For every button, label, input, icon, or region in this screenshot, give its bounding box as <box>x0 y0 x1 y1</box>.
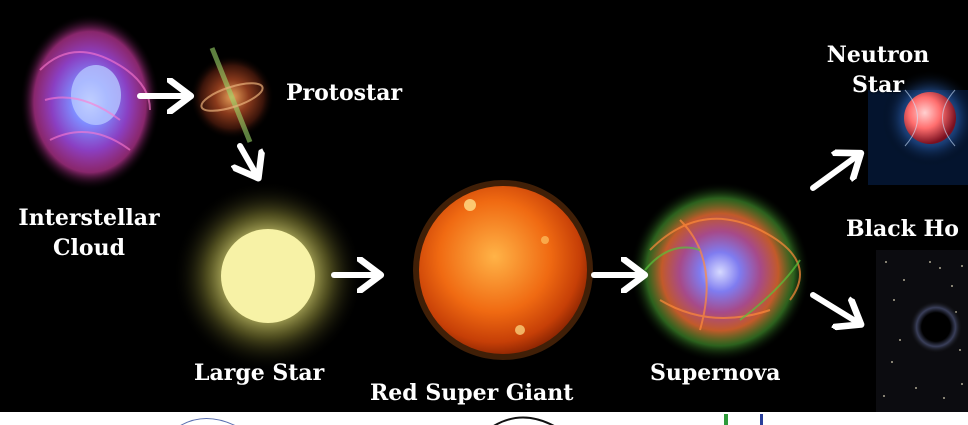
black-hole-label: Black Ho <box>846 214 959 244</box>
stellar-evolution-diagram: Interstellar Cloud Protostar Large Star … <box>0 0 968 412</box>
interstellar-cloud-label: Interstellar Cloud <box>0 203 178 263</box>
arrow-protostar-to-large-star <box>240 146 256 174</box>
protostar-image <box>190 48 274 142</box>
black-hole-image <box>876 250 968 412</box>
supernova-image <box>630 182 810 362</box>
supernova-label: Supernova <box>650 358 781 388</box>
bottom-strip-marks <box>0 414 968 425</box>
interstellar-cloud-label-line2: Cloud <box>0 233 178 263</box>
interstellar-cloud-image <box>20 14 160 190</box>
logo-fragment-right-green <box>724 414 728 425</box>
neutron-star-label-line2: Star <box>808 70 948 100</box>
logo-fragment-right-blue <box>760 414 763 425</box>
protostar-label: Protostar <box>286 78 402 108</box>
large-star-label: Large Star <box>194 358 324 388</box>
seal-fragment-center <box>492 418 556 425</box>
red-super-giant-image <box>413 180 593 360</box>
seal-fragment-left <box>178 419 238 425</box>
neutron-star-label-line1: Neutron <box>808 40 948 70</box>
arrow-supernova-to-black-hole <box>813 295 857 322</box>
red-super-giant-label: Red Super Giant <box>370 378 573 408</box>
bottom-strip <box>0 412 968 425</box>
interstellar-cloud-label-line1: Interstellar <box>0 203 178 233</box>
arrow-supernova-to-neutron-star <box>813 156 857 188</box>
neutron-star-label: Neutron Star <box>808 40 948 100</box>
